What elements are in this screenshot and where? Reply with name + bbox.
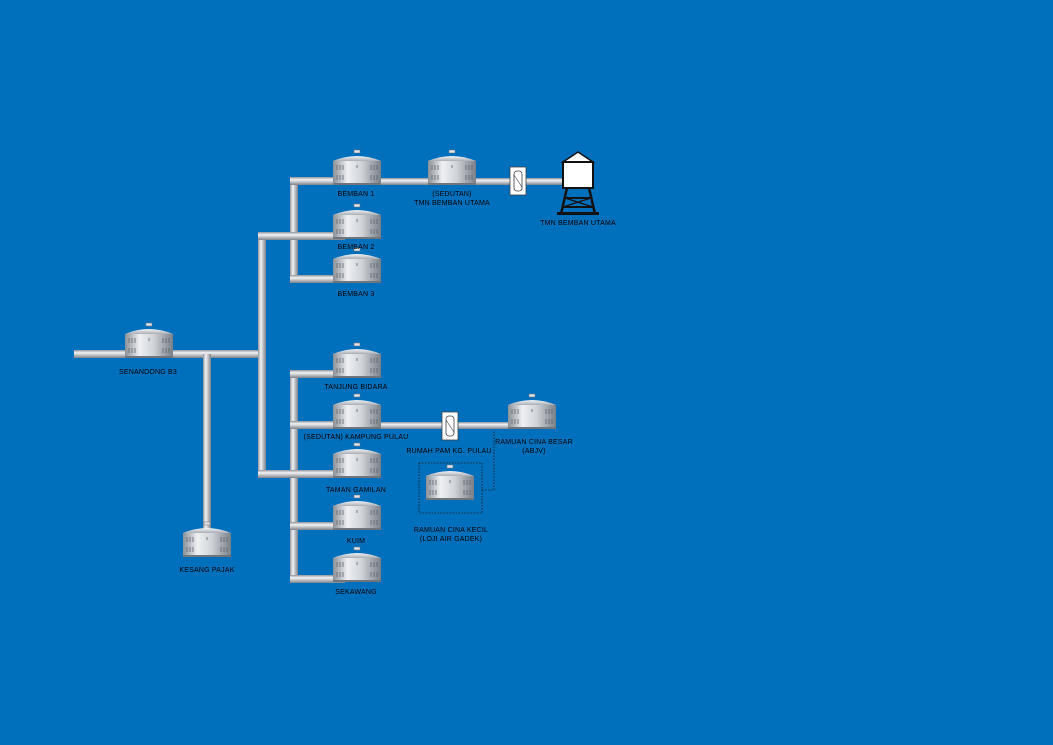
storage-tank-icon[interactable]	[332, 546, 382, 583]
tank-label-line: (LOJI AIR GADEK)	[419, 536, 483, 543]
storage-tank-icon[interactable]	[124, 322, 174, 359]
tank-label-taman-gamilan: TAMAN GAMILAN	[325, 487, 387, 494]
water-tower-icon[interactable]	[557, 151, 599, 215]
ramuan-cina-kecil-frame	[418, 462, 483, 514]
tank-label-senandong: SENANDONG B3	[118, 369, 178, 376]
station-label-tmn-bemban-tower: TMN BEMBAN UTAMA	[540, 220, 616, 227]
storage-tank-icon[interactable]	[332, 149, 382, 186]
tank-label-line: RAMUAN CINA KECIL	[413, 527, 489, 534]
tank-label-line: TMN BEMBAN UTAMA	[414, 200, 490, 207]
tank-label-kuim: KUIM	[346, 538, 366, 545]
tank-label-bemban2: BEMBAN 2	[337, 244, 375, 251]
station-label-rumah-pam: RUMAH PAM KG. PULAU	[406, 448, 492, 455]
pump-station-icon[interactable]	[509, 166, 527, 196]
tank-label-ramuan-cina-kecil: RAMUAN CINA KECIL (LOJI AIR GADEK)	[414, 526, 488, 544]
storage-tank-icon[interactable]	[427, 149, 477, 186]
tank-label-kesang-pajak: KESANG PAJAK	[179, 567, 235, 574]
tank-label-ramuan-cina-besar: RAMUAN CINA BESAR (ABJV)	[495, 438, 573, 456]
storage-tank-icon[interactable]	[332, 393, 382, 430]
pump-station-icon[interactable]	[441, 411, 459, 441]
storage-tank-icon[interactable]	[507, 393, 557, 430]
tank-label-sekawang: SEKAWANG	[335, 589, 377, 596]
tank-label-tmn-bemban-sedutan: (SEDUTAN) TMN BEMBAN UTAMA	[414, 190, 490, 208]
storage-tank-icon[interactable]	[332, 494, 382, 531]
tank-label-line: RAMUAN CINA BESAR	[495, 439, 573, 446]
tank-label-kampung-pulau: (SEDUTAN) KAMPUNG PULAU	[303, 434, 409, 441]
ramuan-link-dotted	[482, 430, 495, 491]
pipe-network	[74, 177, 567, 583]
tank-label-line: (SEDUTAN)	[432, 191, 472, 198]
tank-label-line: (ABJV)	[522, 448, 546, 455]
storage-tank-icon[interactable]	[332, 442, 382, 479]
storage-tank-icon[interactable]	[425, 464, 475, 501]
tank-label-bemban3: BEMBAN 3	[337, 291, 375, 298]
storage-tank-icon[interactable]	[332, 203, 382, 240]
storage-tank-icon[interactable]	[332, 247, 382, 284]
storage-tank-icon[interactable]	[332, 342, 382, 379]
tank-label-bemban1: BEMBAN 1	[337, 191, 375, 198]
tank-label-tanjung-bidara: TANJUNG BIDARA	[324, 384, 388, 391]
